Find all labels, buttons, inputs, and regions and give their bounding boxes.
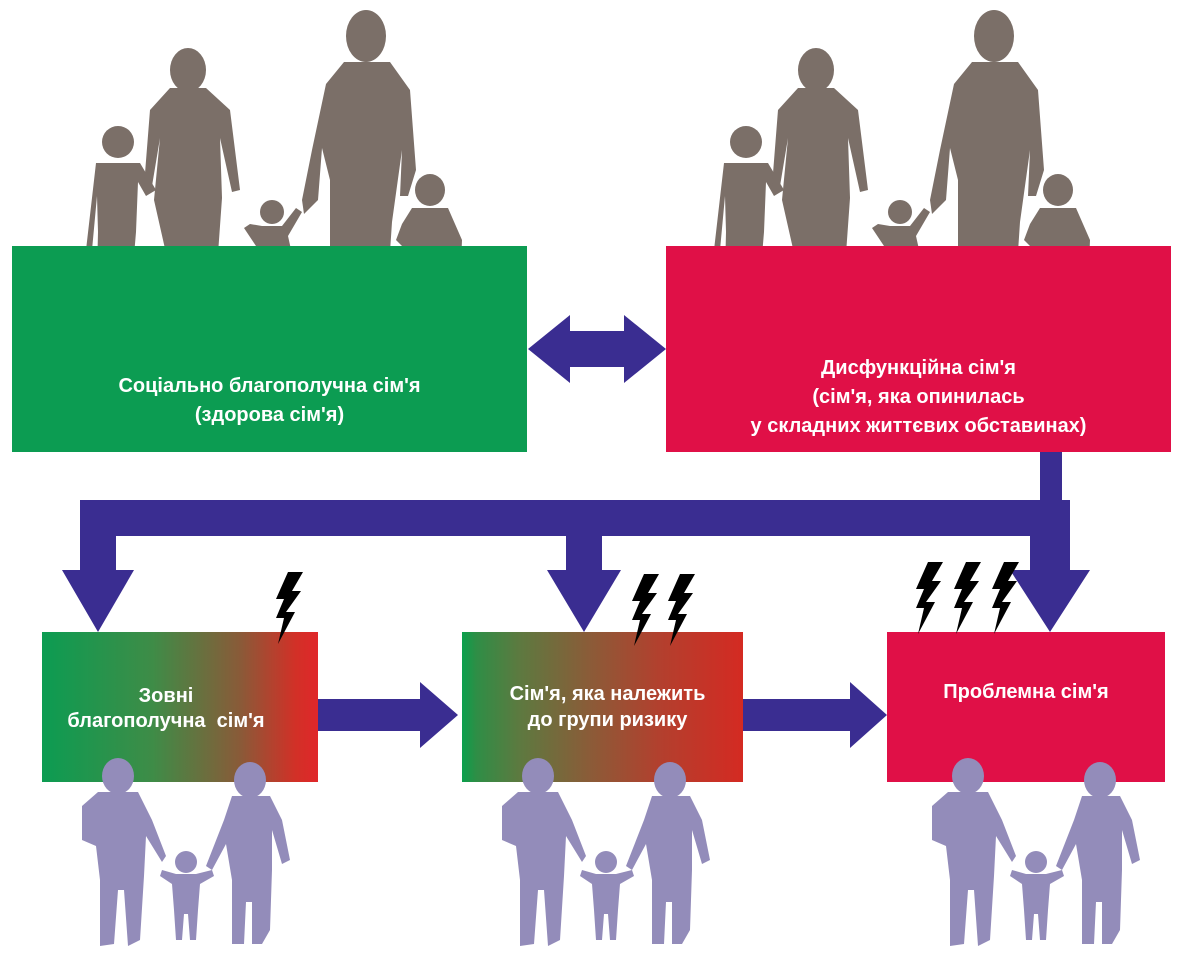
bidirectional-arrow bbox=[528, 315, 666, 383]
family-of-three-silhouette-icon bbox=[502, 758, 710, 946]
arrow-to-risk-group bbox=[547, 500, 621, 632]
dysfunctional-family-sublabel-1: (сім'я, яка опинилась bbox=[812, 386, 1025, 408]
dysfunctional-family-box: Дисфункційна сім'я (сім'я, яка опинилась… bbox=[666, 246, 1171, 452]
lightning-bolt-icon bbox=[992, 562, 1019, 634]
lightning-bolt-icon bbox=[276, 572, 303, 644]
outwardly-healthy-family-box: Зовні благополучна сім'я bbox=[42, 632, 318, 782]
family-of-three-silhouette-icon bbox=[932, 758, 1140, 946]
dysfunctional-family-label: Дисфункційна сім'я bbox=[821, 357, 1016, 379]
problem-family-box: Проблемна сім'я bbox=[887, 632, 1165, 782]
lightning-bolt-icon bbox=[916, 562, 943, 634]
outwardly-healthy-label-2: благополучна сім'я bbox=[67, 710, 265, 732]
outwardly-healthy-label-1: Зовні bbox=[138, 685, 194, 707]
risk-group-label-1: Сім'я, яка належить bbox=[509, 683, 706, 705]
healthy-family-sublabel: (здорова сім'я) bbox=[194, 404, 345, 426]
arrow-outward-to-risk bbox=[318, 682, 458, 748]
family-of-three-silhouette-icon bbox=[82, 758, 290, 946]
healthy-family-label: Соціально благополучна сім'я bbox=[118, 375, 421, 397]
arrow-to-outwardly-healthy bbox=[62, 500, 134, 632]
lightning-bolt-icon bbox=[954, 562, 981, 634]
problem-family-label: Проблемна сім'я bbox=[943, 680, 1109, 703]
risk-group-family-box: Сім'я, яка належить до групи ризику bbox=[462, 632, 743, 782]
arrow-to-problem-family bbox=[1010, 500, 1090, 632]
arrow-risk-to-problem bbox=[743, 682, 887, 748]
dysfunctional-family-sublabel-2: у складних життєвих обставинах) bbox=[750, 415, 1087, 437]
lightning-bolt-icon bbox=[668, 574, 695, 646]
risk-group-label-2: до групи ризику bbox=[527, 709, 688, 731]
lightning-bolt-icon bbox=[632, 574, 659, 646]
healthy-family-box: Соціально благополучна сім'я (здорова сі… bbox=[12, 246, 527, 452]
